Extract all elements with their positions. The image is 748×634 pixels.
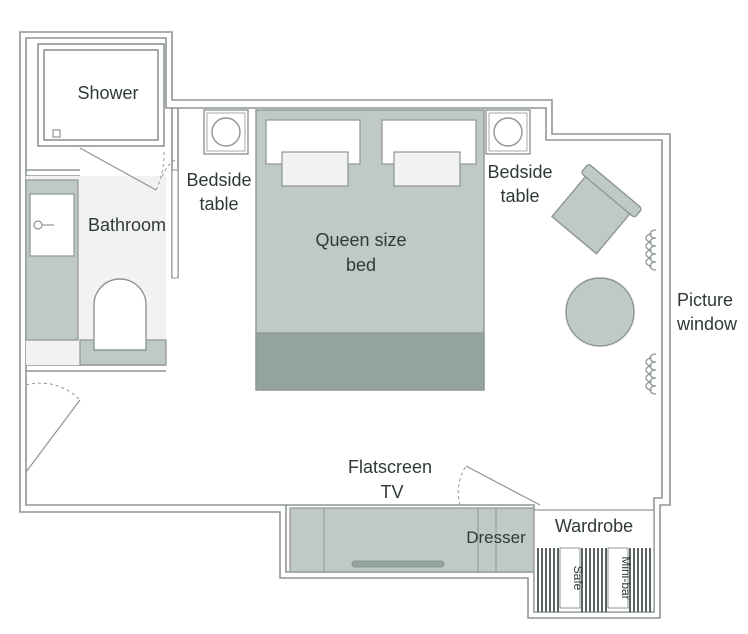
armchair	[550, 164, 642, 255]
cushion	[281, 151, 349, 187]
shower-door-swing	[79, 147, 157, 191]
lamp-icon	[211, 117, 241, 147]
mini-bar-label: Mini-bar	[619, 556, 633, 599]
round-table	[565, 277, 635, 347]
bedside-table-right-label-line2: table	[500, 186, 539, 206]
wardrobe-door-swing	[457, 465, 541, 506]
picture-window-label-line2: window	[676, 314, 738, 334]
bedside-table-left	[203, 109, 249, 155]
flatscreen-tv-label-line2: TV	[380, 482, 403, 502]
entry-door	[25, 382, 81, 473]
shower-drain-icon	[52, 129, 61, 138]
flatscreen-tv	[351, 560, 445, 568]
bedside-table-left-label-line2: table	[199, 194, 238, 214]
wardrobe-hangers	[537, 548, 651, 612]
curtain-top	[645, 229, 657, 271]
flatscreen-tv-label-line1: Flatscreen	[348, 457, 432, 477]
wardrobe	[533, 509, 655, 613]
queen-bed-label-line2: bed	[346, 255, 376, 275]
bathroom-label: Bathroom	[88, 215, 166, 235]
picture-window-label-line1: Picture	[677, 290, 733, 310]
lamp-icon	[493, 117, 523, 147]
bedside-table-left-label-line1: Bedside	[186, 170, 251, 190]
dresser	[289, 507, 535, 573]
safe-label: Safe	[571, 566, 585, 591]
bedside-table-right-label-line1: Bedside	[487, 162, 552, 182]
bathroom-door	[171, 169, 179, 279]
dresser-label: Dresser	[466, 528, 526, 547]
mini-bar	[607, 547, 629, 609]
queen-bed	[255, 109, 485, 391]
toilet	[93, 278, 147, 351]
queen-bed-label-line1: Queen size	[315, 230, 406, 250]
cushion	[393, 151, 461, 187]
bedside-table-right	[485, 109, 531, 155]
shower-label: Shower	[77, 83, 138, 103]
safe	[559, 547, 581, 609]
bathroom	[25, 129, 179, 366]
curtain-bottom	[645, 353, 657, 395]
bed-runner	[255, 332, 485, 391]
wardrobe-label: Wardrobe	[555, 516, 633, 536]
